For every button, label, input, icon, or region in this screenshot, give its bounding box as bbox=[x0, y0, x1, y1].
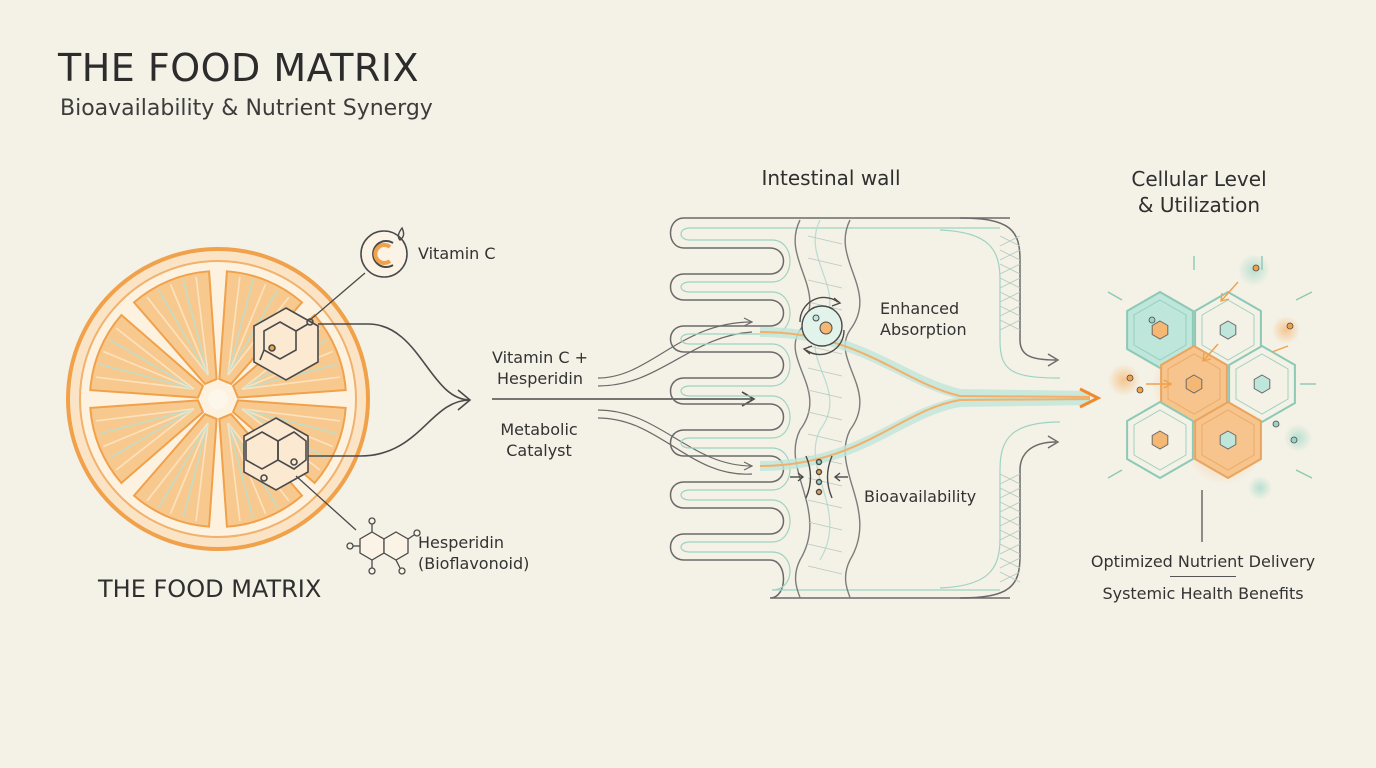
combo-label: Vitamin C + Hesperidin bbox=[492, 347, 588, 389]
enhanced-line2: Absorption bbox=[880, 320, 967, 339]
absorption-cycle-icon bbox=[799, 296, 845, 356]
page-title: THE FOOD MATRIX bbox=[58, 46, 420, 90]
catalyst-label-line1: Metabolic bbox=[500, 420, 578, 439]
callout-lines bbox=[295, 272, 366, 531]
cell-nucleus bbox=[1151, 430, 1169, 450]
absorption-flow-stream bbox=[759, 327, 1102, 471]
hesperidin-name: Hesperidin bbox=[418, 533, 504, 552]
catalyst-label: Metabolic Catalyst bbox=[500, 419, 577, 461]
incoming-flow-lines bbox=[597, 317, 754, 475]
molecule-hex-icon-top bbox=[253, 307, 319, 381]
hesperidin-class: (Bioflavonoid) bbox=[418, 554, 530, 573]
cell-nucleus bbox=[1219, 320, 1237, 340]
food-matrix-caption: THE FOOD MATRIX bbox=[98, 575, 322, 603]
page-subtitle: Bioavailability & Nutrient Synergy bbox=[60, 96, 433, 121]
intestinal-wall-illustration bbox=[669, 217, 1061, 599]
cell-nucleus bbox=[1253, 374, 1271, 394]
hesperidin-label: Hesperidin (Bioflavonoid) bbox=[418, 532, 529, 574]
combo-label-line2: Hesperidin bbox=[497, 369, 583, 388]
orange-slice-icon bbox=[66, 247, 370, 551]
intestinal-wall-heading: Intestinal wall bbox=[761, 166, 901, 190]
cellular-level-heading: Cellular Level & Utilization bbox=[1131, 166, 1266, 218]
cell-cluster-illustration bbox=[1107, 254, 1316, 542]
vitamin-c-label: Vitamin C bbox=[418, 244, 496, 263]
nutrient-delivery-label: Optimized Nutrient Delivery bbox=[1090, 552, 1316, 571]
hesperidin-molecule-icon bbox=[346, 517, 421, 575]
molecule-hex-icon-bottom bbox=[243, 417, 309, 491]
health-benefits-label: Systemic Health Benefits bbox=[1102, 584, 1304, 603]
combo-label-line1: Vitamin C + bbox=[491, 348, 589, 367]
cell-nucleus bbox=[1151, 320, 1169, 340]
cellular-heading-line2: & Utilization bbox=[1137, 193, 1261, 217]
enhanced-line1: Enhanced bbox=[880, 299, 960, 318]
cell-nucleus bbox=[1219, 430, 1237, 450]
cell-nucleus bbox=[1185, 374, 1203, 394]
cellular-heading-line1: Cellular Level bbox=[1131, 167, 1267, 191]
vitamin-c-icon bbox=[360, 226, 408, 278]
outcome-divider bbox=[1170, 576, 1236, 577]
convergence-arrow bbox=[308, 323, 756, 457]
bioavailability-channel-icon bbox=[790, 455, 848, 499]
catalyst-label-line2: Catalyst bbox=[506, 441, 572, 460]
bioavailability-label: Bioavailability bbox=[864, 487, 977, 506]
enhanced-absorption-label: Enhanced Absorption bbox=[880, 298, 967, 340]
